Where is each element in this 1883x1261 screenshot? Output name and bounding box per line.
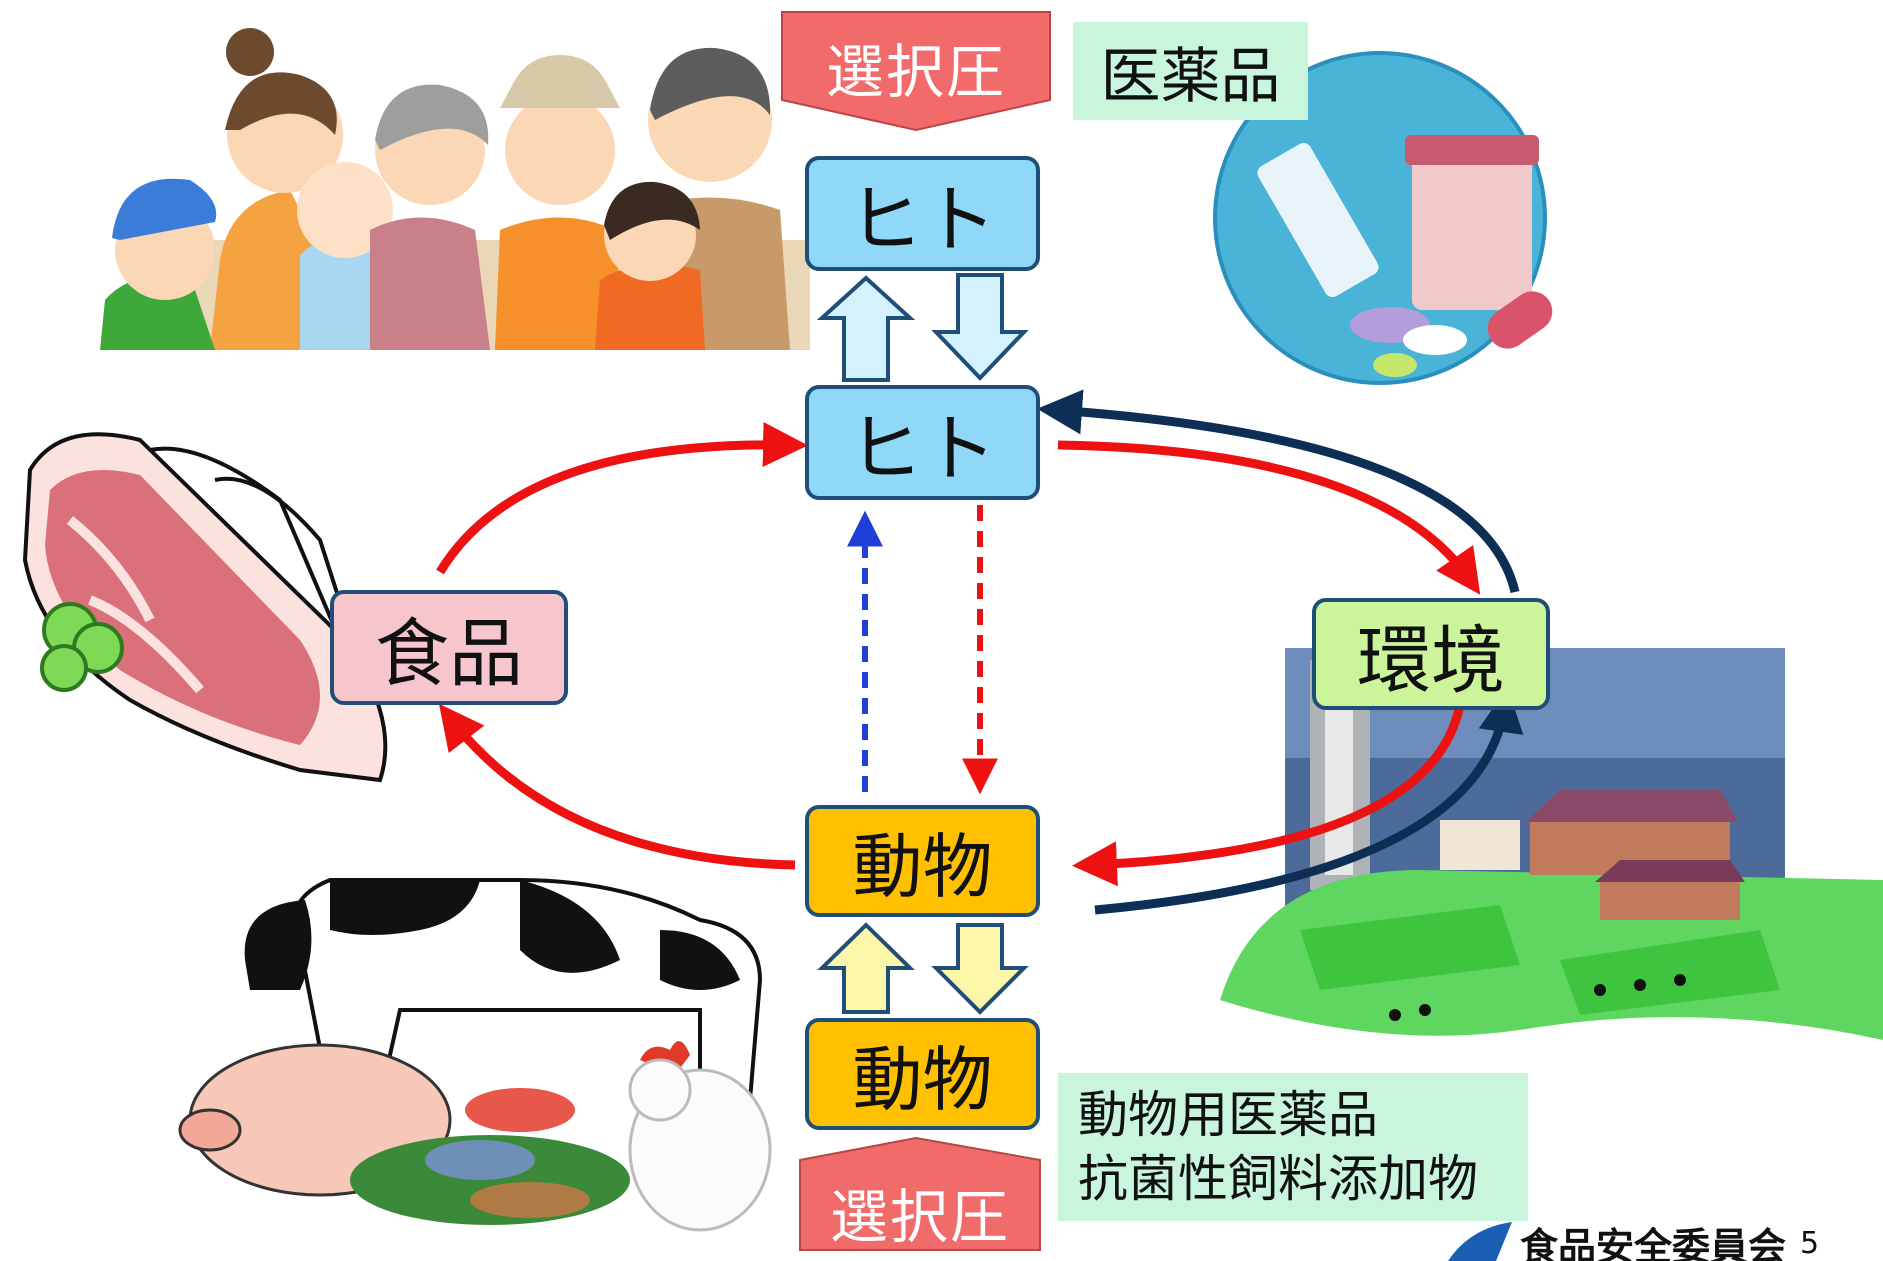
veterinary-drug-label: 動物用医薬品 抗菌性飼料添加物 [1058,1073,1528,1221]
pressure-banner-bottom [799,1136,1041,1251]
arrow-food-to-human [436,422,808,575]
veterinary-drug-line-2: 抗菌性飼料添加物 [1078,1150,1478,1208]
page-number: 5 [1800,1225,1820,1261]
animal-box-bottom: 動物 [805,1018,1040,1130]
human-box-top: ヒト [805,156,1040,271]
organization-name: 食品安全委員会 [1520,1224,1787,1261]
medicine-label: 医薬品 [1073,22,1308,120]
medicine-illustration [1213,51,1553,385]
organization-logo: 食品安全委員会 5 [1450,1225,1819,1261]
animal-exchange-arrows [817,922,1029,1015]
logo-icon [1448,1222,1512,1261]
human-box-middle: ヒト [805,385,1040,500]
arrow-environment-to-animal [1072,704,1465,887]
animal-box-middle: 動物 [805,805,1040,917]
human-exchange-arrows [816,273,1029,382]
pressure-label-top: 選択圧 [825,38,1006,106]
pressure-banner-top [781,11,1051,132]
arrow-animal-to-food [438,703,796,870]
food-box: 食品 [330,590,568,705]
pressure-label-bottom: 選択圧 [829,1183,1010,1251]
arrow-animal-to-environment [1094,687,1524,915]
environment-box: 環境 [1312,598,1550,710]
family-illustration [100,28,810,350]
livestock-illustration [178,878,772,1232]
meat-illustration [22,432,388,783]
arrow-environment-to-human [1037,389,1520,594]
arrow-human-to-environment [1057,440,1481,595]
veterinary-drug-line-1: 動物用医薬品 [1078,1086,1378,1144]
